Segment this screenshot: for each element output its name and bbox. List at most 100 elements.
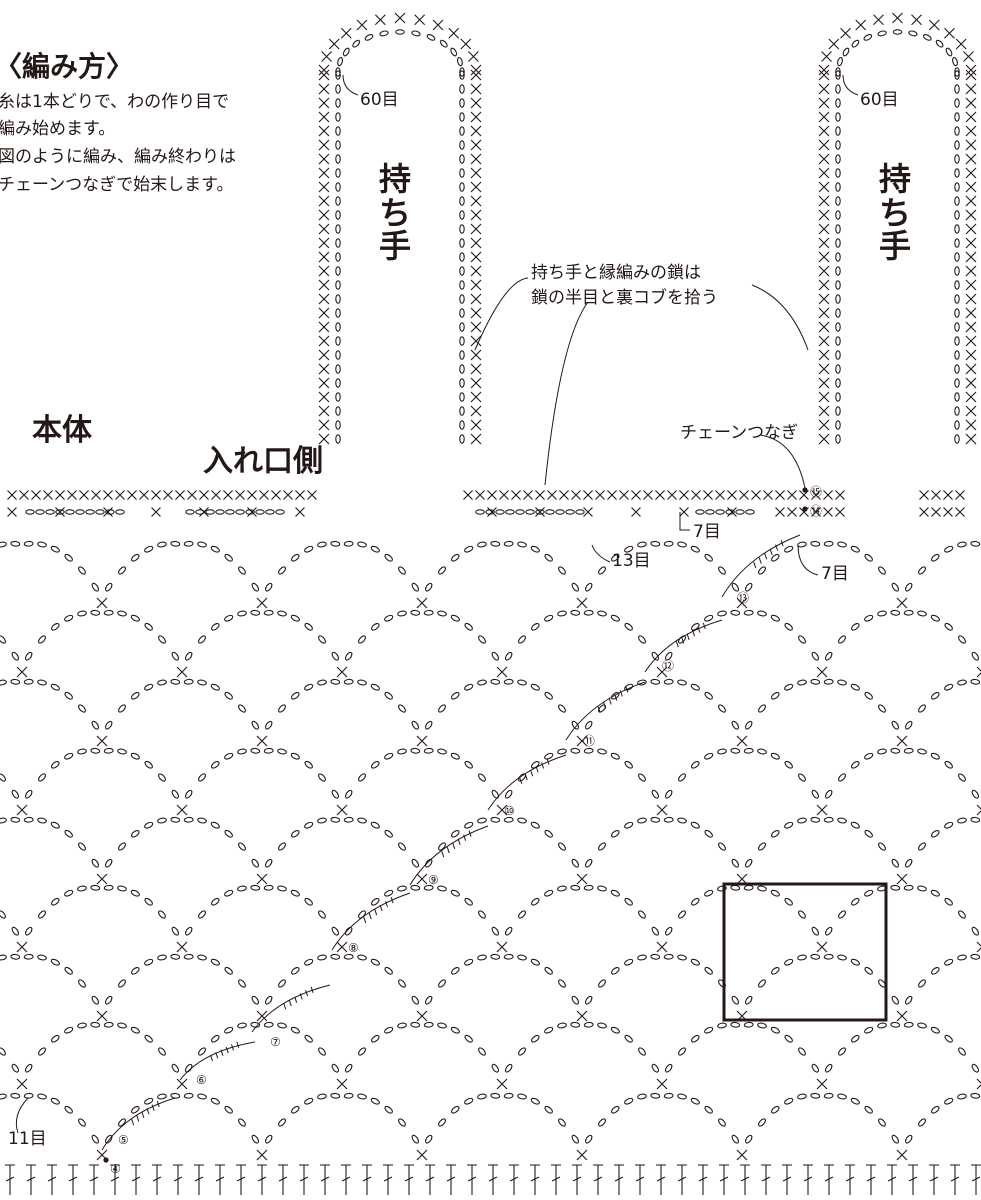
chain-stitch-symbol (424, 1134, 433, 1144)
single-crochet-symbol (944, 27, 955, 39)
slip-tick (468, 830, 472, 837)
chain-stitch-symbol (691, 622, 700, 631)
chain-stitch-symbol (917, 1022, 927, 1029)
chain-stitch-symbol (505, 509, 515, 515)
chain-stitch-symbol (744, 1134, 753, 1144)
single-crochet-symbol (256, 873, 268, 885)
chain-stitch-symbol (954, 84, 960, 94)
single-crochet-symbol (965, 223, 977, 235)
chain-stitch-symbol (464, 622, 473, 631)
chain-stitch-symbol (677, 1093, 687, 1100)
single-crochet-symbol (470, 251, 482, 263)
chain-stitch-symbol (704, 752, 714, 760)
chain-stitch-symbol (904, 720, 913, 730)
chain-stitch-symbol (277, 748, 287, 755)
chain-stitch-symbol (224, 889, 234, 897)
slip-tick (379, 904, 383, 912)
single-crochet-symbol (896, 597, 908, 609)
single-crochet-symbol (976, 666, 981, 678)
chain-stitch-symbol (530, 683, 540, 691)
chain-stitch-symbol (183, 1092, 194, 1099)
chain-stitch-symbol (835, 224, 841, 234)
single-crochet-symbol (496, 1078, 508, 1090)
pickup-note-line1: 持ち手と縁編みの鎖は (531, 263, 701, 283)
chain-stitch-symbol (835, 434, 841, 444)
chain-stitch-symbol (104, 1134, 113, 1144)
chain-stitch-symbol (891, 995, 900, 1005)
chain-stitch-symbol (459, 266, 465, 276)
single-crochet-symbol (470, 223, 482, 235)
chain-stitch-symbol (290, 1026, 300, 1034)
chain-stitch-symbol (690, 683, 700, 691)
post-stitch-symbol (278, 1164, 288, 1195)
chain-stitch-symbol (918, 1118, 926, 1127)
chain-stitch-symbol (131, 691, 140, 700)
chain-stitch-symbol (908, 30, 918, 37)
post-stitch-symbol (971, 1164, 981, 1195)
chain-stitch-symbol (0, 910, 6, 919)
single-crochet-symbol (679, 507, 689, 517)
slip-tick (363, 916, 367, 924)
round-label-7: ⑦ (270, 1035, 281, 1049)
chain-stitch-symbol (335, 182, 341, 192)
join-dot-14 (802, 506, 808, 512)
single-crochet-symbol (470, 111, 482, 123)
single-crochet-symbol (487, 507, 497, 517)
post-stitch-symbol (572, 1164, 582, 1195)
chain-stitch-symbol (503, 1092, 514, 1099)
chain-stitch-symbol (335, 252, 341, 262)
count-7b-leader (797, 544, 819, 576)
round-label-13: ⑬ (737, 591, 750, 605)
slip-tick (608, 698, 612, 705)
chain-stitch-symbol (677, 679, 687, 686)
single-crochet-symbol (318, 125, 330, 137)
single-crochet-symbol (679, 490, 689, 500)
single-crochet-symbol (470, 167, 482, 179)
chain-stitch-symbol (0, 817, 7, 824)
single-crochet-symbol (931, 507, 941, 517)
single-crochet-symbol (818, 377, 830, 389)
chain-stitch-symbol (892, 29, 903, 35)
chain-stitch-symbol (183, 816, 194, 823)
chain-stitch-symbol (835, 392, 841, 402)
slip-tick (546, 758, 550, 765)
single-crochet-symbol (965, 433, 977, 445)
chain-stitch-symbol (103, 884, 114, 891)
chain-stitch-symbol (835, 406, 841, 416)
single-crochet-symbol (336, 1078, 348, 1090)
round-start-line (565, 681, 646, 741)
post-stitch-symbol (110, 1164, 120, 1195)
chain-stitch-symbol (771, 691, 780, 700)
chain-stitch-symbol (717, 1022, 727, 1029)
chain-stitch-symbol (456, 56, 463, 67)
chain-stitch-symbol (610, 614, 620, 622)
post-stitch-symbol (740, 1164, 750, 1195)
chain-stitch-symbol (930, 614, 940, 622)
post-stitch-symbol (152, 1164, 162, 1195)
chain-stitch-symbol (78, 704, 86, 713)
chain-stitch-symbol (384, 829, 393, 838)
chain-stitch-symbol (291, 966, 300, 975)
chain-stitch-symbol (330, 816, 341, 823)
chain-stitch-symbol (864, 1026, 874, 1034)
chain-stitch-symbol (23, 678, 34, 685)
post-stitch-symbol (26, 1164, 36, 1195)
chain-stitch-symbol (411, 582, 420, 592)
chain-stitch-symbol (835, 238, 841, 248)
single-crochet-symbol (576, 1149, 588, 1161)
chain-stitch-symbol (757, 1022, 767, 1029)
chain-stitch-symbol (215, 509, 225, 515)
chain-stitch-symbol (477, 817, 487, 824)
chain-stitch-symbol (784, 1097, 794, 1105)
chain-stitch-symbol (278, 1118, 286, 1127)
chain-stitch-symbol (864, 1105, 873, 1114)
chain-stitch-symbol (743, 609, 754, 616)
chain-stitch-symbol (344, 789, 353, 799)
single-crochet-symbol (656, 941, 668, 953)
chain-stitch-symbol (91, 858, 100, 868)
chain-stitch-symbol (957, 541, 967, 548)
chain-stitch-symbol (490, 816, 501, 823)
chain-stitch-symbol (958, 635, 966, 644)
chain-stitch-symbol (544, 1026, 554, 1034)
slip-tick (283, 1003, 287, 1010)
